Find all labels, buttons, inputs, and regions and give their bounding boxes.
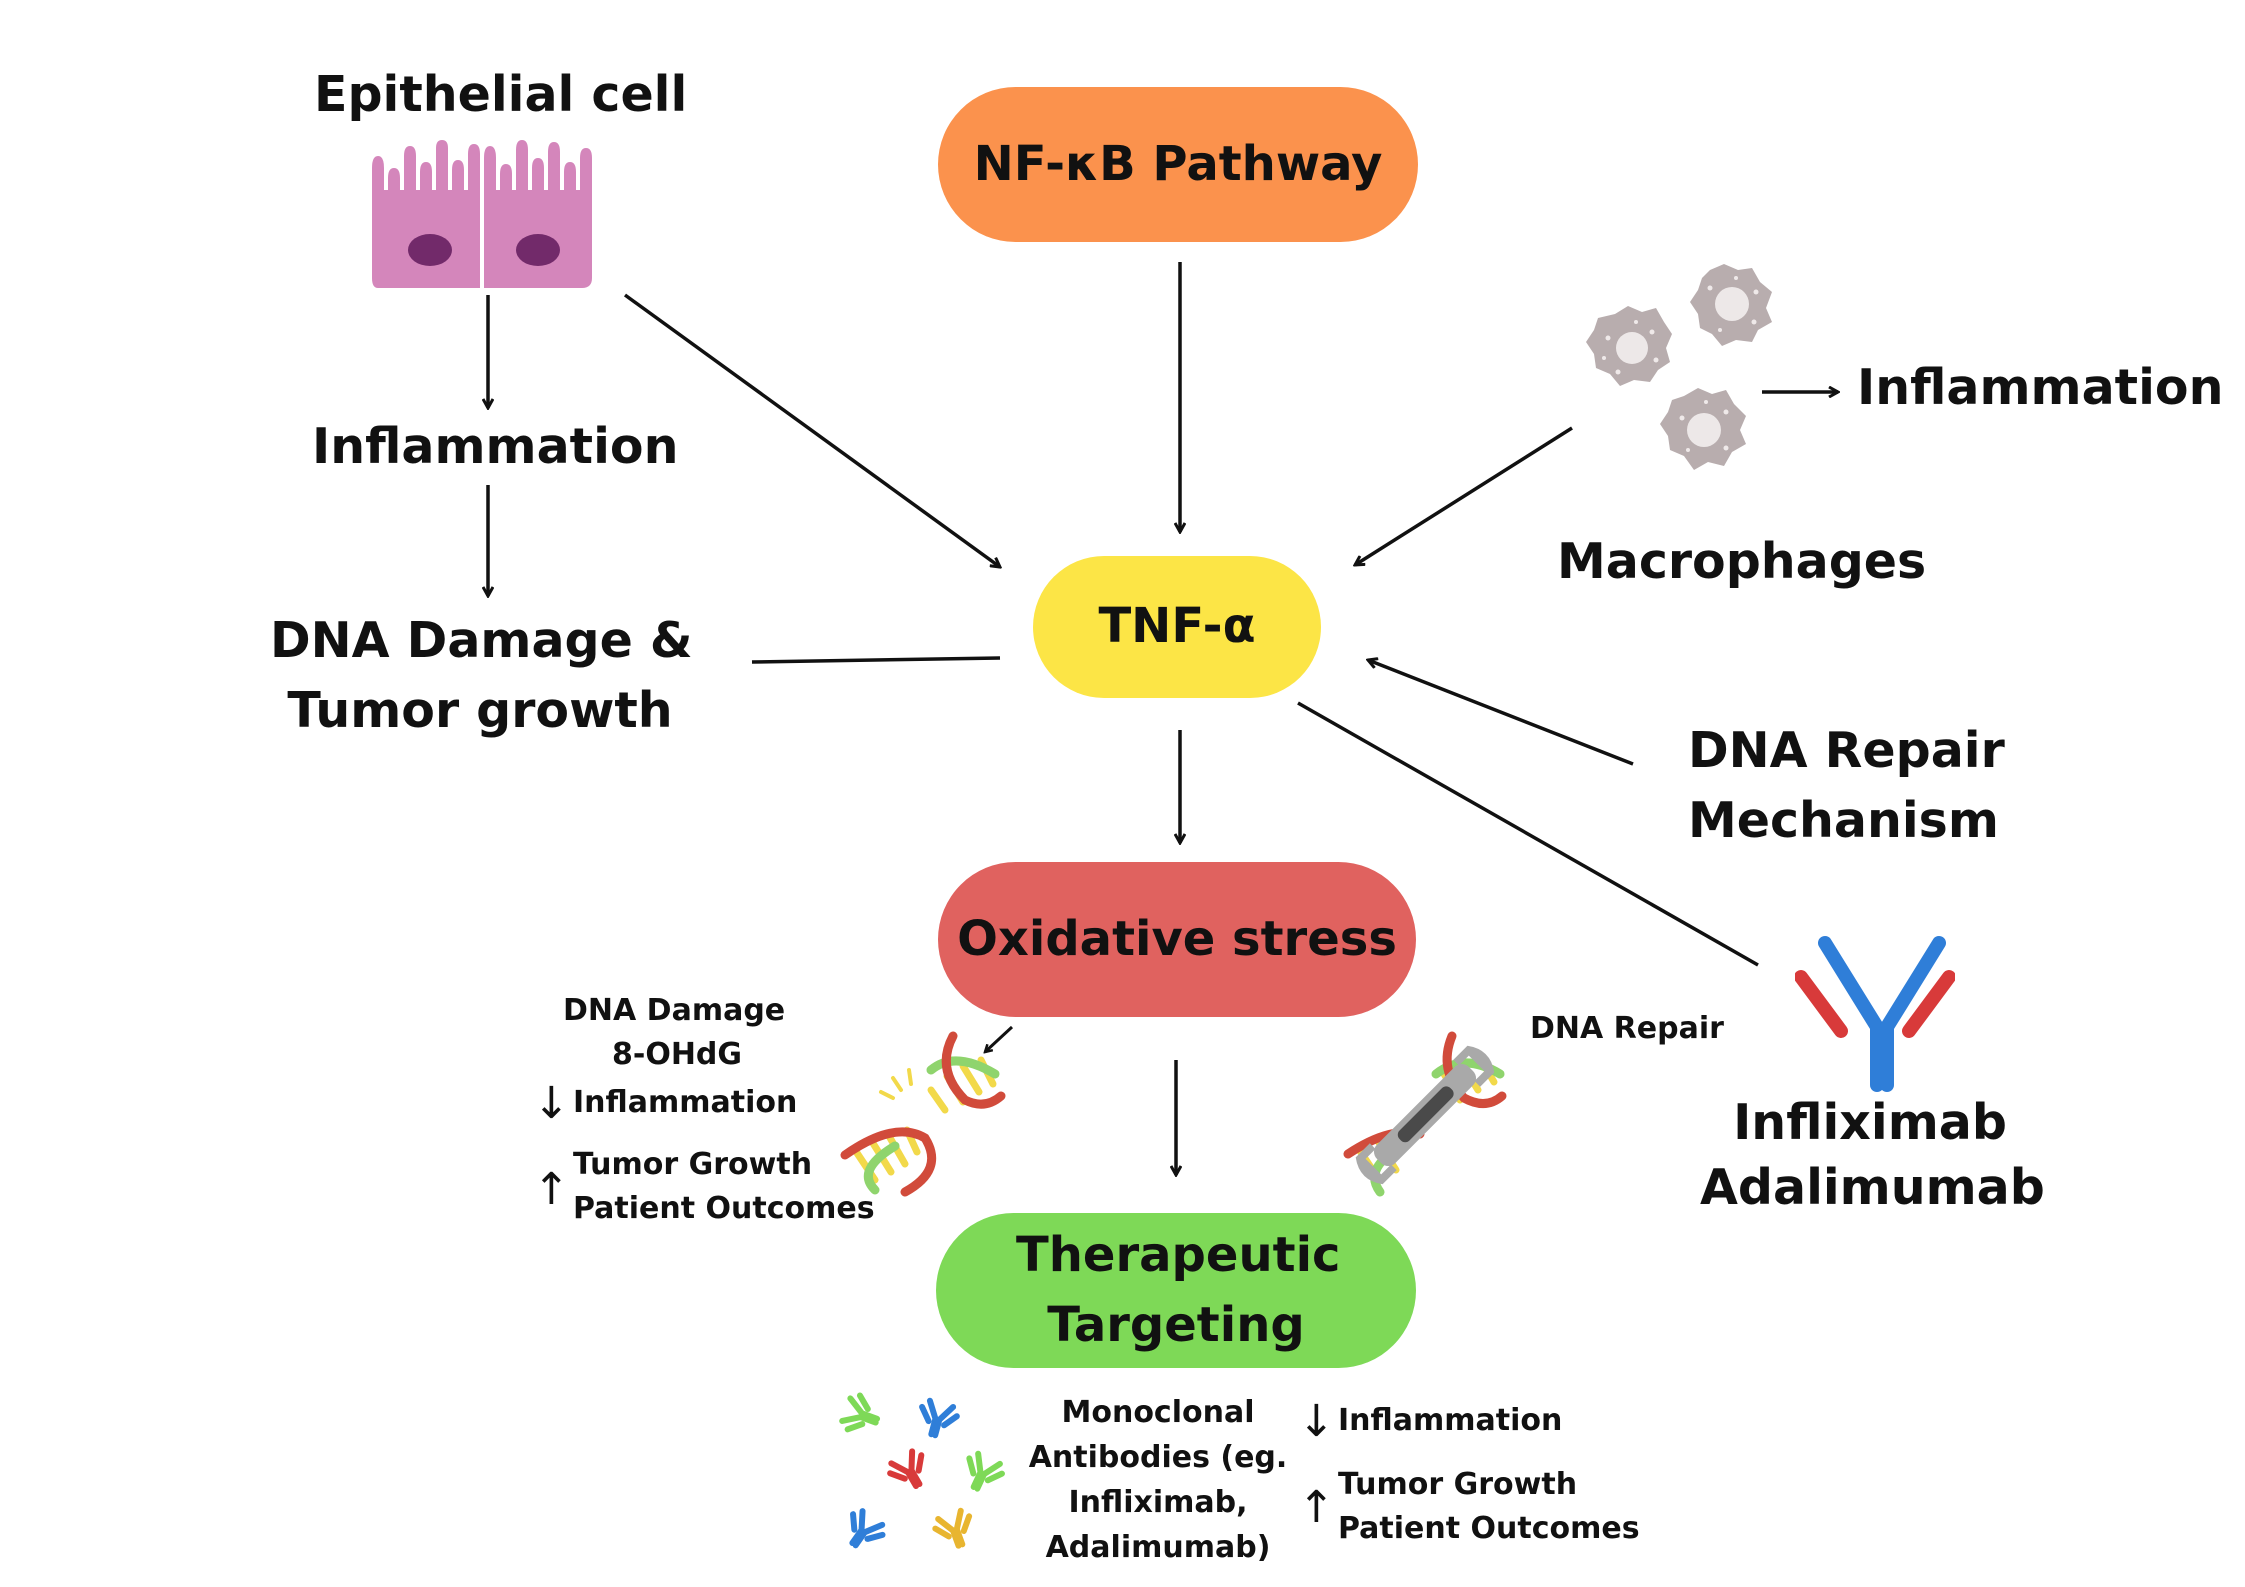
antibodies-line2: Antibodies (eg.: [1028, 1440, 1288, 1475]
tnf-alpha-node: TNF-α: [1033, 556, 1321, 698]
drug-line1: Infliximab: [1733, 1094, 2007, 1151]
arrow-macrophages-to-tnf: [1355, 426, 1573, 565]
line-drug-to-tnf: [1297, 701, 1759, 967]
line-tnf-to-dna-damage: [751, 656, 1001, 664]
epithelial-cell-label: Epithelial cell: [314, 66, 688, 123]
therapeutic-targeting-label: Therapeutic Targeting: [1016, 1226, 1341, 1353]
dna-repair-small-label: DNA Repair: [1530, 1011, 1724, 1046]
dna-repair-wrench-icon: [1343, 1031, 1507, 1197]
therapy-tumor-growth-label: Tumor Growth: [1338, 1467, 1578, 1502]
therapy-inflammation-label: Inflammation: [1338, 1403, 1563, 1438]
dna-repair-line1: DNA Repair: [1688, 722, 2005, 779]
macrophages-label: Macrophages: [1557, 533, 1927, 590]
epithelial-cell-icon: [372, 140, 592, 288]
therapeutic-targeting-node: Therapeutic Targeting: [936, 1213, 1416, 1368]
antibodies-line3: Infliximab,: [1068, 1485, 1248, 1520]
inflammation-label-left: Inflammation: [312, 418, 679, 475]
up-arrow-icon: ↑: [533, 1164, 570, 1215]
up-arrow-icon: ↑: [1298, 1482, 1335, 1533]
antibodies-line1: Monoclonal: [1061, 1395, 1255, 1430]
arrow-dna-repair-to-tnf: [1368, 660, 1634, 766]
antibodies-line4: Adalimumab): [1045, 1530, 1271, 1565]
patient-outcomes-small-label: Patient Outcomes: [573, 1191, 875, 1226]
dna-damage-line2: Tumor growth: [287, 682, 673, 740]
damaged-dna-icon: [840, 1031, 1006, 1197]
inflammation-label-right: Inflammation: [1857, 359, 2224, 416]
infliximab-adalimumab-label: Infliximab Adalimumab: [1700, 1090, 2045, 1220]
down-arrow-icon: ↓: [533, 1078, 570, 1129]
drug-line2: Adalimumab: [1700, 1159, 2045, 1217]
antibody-icon: [1795, 936, 1955, 1092]
8-ohdg-label: 8-OHdG: [612, 1037, 743, 1072]
tumor-growth-small-label: Tumor Growth: [573, 1147, 813, 1182]
macrophage-cluster-icon: [1586, 264, 1772, 470]
dna-damage-small-label: DNA Damage: [563, 993, 786, 1028]
dna-damage-line1: DNA Damage &: [270, 612, 693, 669]
monoclonal-antibodies-label: Monoclonal Antibodies (eg. Infliximab, A…: [1018, 1390, 1298, 1570]
dna-repair-mechanism-label: DNA Repair Mechanism: [1688, 716, 2005, 856]
therapy-patient-outcomes-label: Patient Outcomes: [1338, 1511, 1640, 1546]
inflammation-small-label: Inflammation: [573, 1085, 798, 1120]
arrow-epithelial-to-tnf: [623, 293, 1000, 567]
dna-repair-line2: Mechanism: [1688, 792, 1999, 850]
down-arrow-icon: ↓: [1298, 1396, 1335, 1447]
arrow-oxidative-to-dna: [985, 1025, 1014, 1052]
antibodies-cluster-icon: [839, 1392, 1005, 1549]
oxidative-stress-node: Oxidative stress: [938, 862, 1416, 1017]
dna-damage-tumor-label: DNA Damage & Tumor growth: [270, 606, 693, 746]
nfkb-pathway-node: NF-κB Pathway: [938, 87, 1418, 242]
